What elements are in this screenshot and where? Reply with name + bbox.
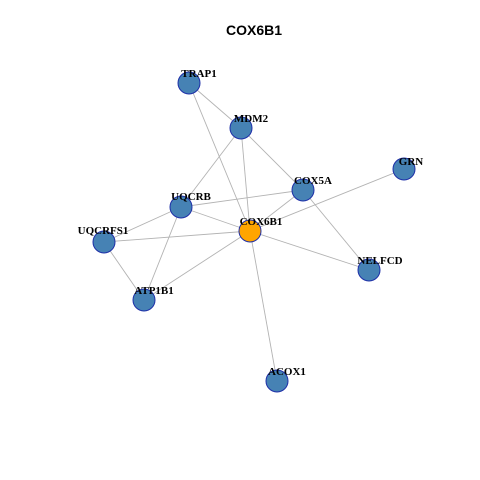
node-uqcrfs1[interactable] xyxy=(92,230,116,254)
node-cox6b1[interactable] xyxy=(238,219,262,243)
edge-nelfcd-cox6b1 xyxy=(249,230,370,271)
node-label-uqcrfs1: UQCRFS1 xyxy=(78,225,129,237)
edge-layer xyxy=(103,82,405,382)
node-atp1b1[interactable] xyxy=(132,288,156,312)
node-label-nelfcd: NELFCD xyxy=(357,255,402,267)
edge-uqcrb-atp1b1 xyxy=(143,206,182,301)
edge-acox1-cox6b1 xyxy=(249,230,278,382)
node-acox1[interactable] xyxy=(265,369,289,393)
diagram-title: COX6B1 xyxy=(226,22,282,38)
node-label-uqcrb: UQCRB xyxy=(171,191,211,203)
edge-uqcrfs1-atp1b1 xyxy=(103,241,145,301)
node-nelfcd[interactable] xyxy=(357,258,381,282)
edge-atp1b1-cox6b1 xyxy=(143,230,251,301)
edge-cox5a-uqcrb xyxy=(180,189,304,208)
node-label-trap1: TRAP1 xyxy=(181,68,216,80)
edge-mdm2-cox6b1 xyxy=(240,127,251,232)
edge-grn-cox6b1 xyxy=(249,168,405,232)
node-label-mdm2: MDM2 xyxy=(234,113,269,125)
node-mdm2[interactable] xyxy=(229,116,253,140)
node-label-grn: GRN xyxy=(399,156,424,168)
node-layer xyxy=(92,71,416,393)
node-uqcrb[interactable] xyxy=(169,195,193,219)
node-label-acox1: ACOX1 xyxy=(268,366,306,378)
node-cox5a[interactable] xyxy=(291,178,315,202)
edge-cox5a-nelfcd xyxy=(302,189,370,271)
edge-mdm2-uqcrb xyxy=(180,127,242,208)
node-label-atp1b1: ATP1B1 xyxy=(134,285,174,297)
node-label-cox5a: COX5A xyxy=(294,175,332,187)
node-trap1[interactable] xyxy=(177,71,201,95)
node-grn[interactable] xyxy=(392,157,416,181)
edge-mdm2-cox5a xyxy=(240,127,304,191)
edge-uqcrb-cox6b1 xyxy=(180,206,251,232)
node-label-cox6b1: COX6B1 xyxy=(240,216,283,228)
edge-uqcrb-uqcrfs1 xyxy=(103,206,182,243)
edge-uqcrfs1-cox6b1 xyxy=(103,230,251,243)
